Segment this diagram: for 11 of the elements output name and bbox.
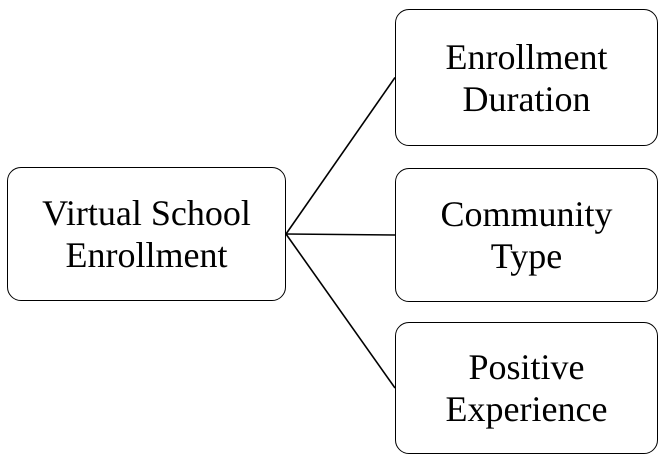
connector-line xyxy=(286,233,395,236)
connector-line xyxy=(285,77,396,234)
box-label: Virtual School Enrollment xyxy=(41,192,252,276)
box-label: Community Type xyxy=(439,193,614,277)
box-label: Positive Experience xyxy=(444,346,608,430)
rounded-box xyxy=(395,9,658,146)
connector-line xyxy=(285,234,396,388)
rounded-box xyxy=(395,168,658,302)
rounded-box xyxy=(7,167,286,301)
rounded-box xyxy=(395,322,658,454)
box-label: Enrollment Duration xyxy=(444,36,608,120)
